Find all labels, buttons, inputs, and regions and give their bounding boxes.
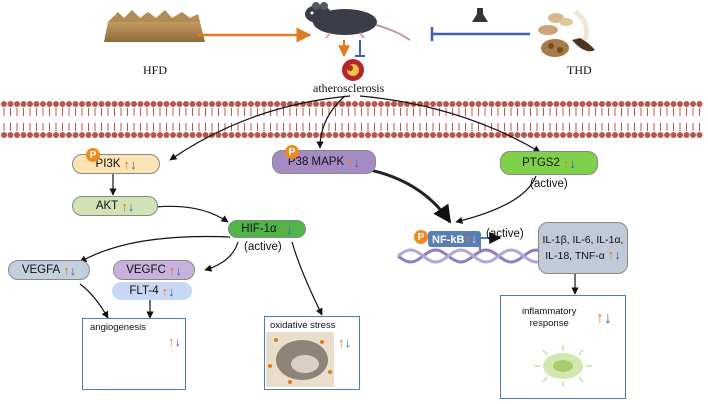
up-arrow-icon: ↑ [121, 198, 128, 214]
up-arrow-icon: ↑ [607, 246, 615, 262]
oxidative-stress-arrows: ↑↓ [338, 334, 351, 352]
nfkb-node: NF-kB↑↓ [428, 231, 482, 247]
hfd-label: HFD [143, 63, 168, 77]
flt4-label: FLT-4 [129, 285, 159, 297]
up-arrow-icon: ↑ [464, 231, 471, 246]
up-arrow-icon: ↑ [63, 262, 70, 278]
down-arrow-icon: ↓ [175, 262, 182, 278]
ptgs2-active-label: (active) [530, 178, 568, 190]
angiogenesis-label: angiogenesis [90, 322, 146, 333]
down-arrow-icon: ↓ [127, 198, 135, 214]
dna-strand [397, 248, 541, 264]
pi3k-phospho-badge: P [86, 148, 100, 162]
down-arrow-icon: ↓ [168, 283, 175, 299]
inflammatory-response-box [500, 295, 626, 399]
up-arrow-icon: ↑ [279, 221, 287, 237]
vegfa-label: VEGFA [21, 264, 61, 276]
pi3k-label: PI3K [95, 158, 121, 170]
angiogenesis-arrows: ↑↓ [168, 333, 181, 351]
cell-membrane [1, 101, 703, 138]
flt4-node: FLT-4 ↑↓ [112, 282, 192, 300]
vegfc-label: VEGFC [126, 264, 166, 276]
hif1a-active-label: (active) [244, 241, 282, 253]
thd-label: THD [567, 63, 592, 77]
vegfc-node: VEGFC ↑↓ [113, 260, 195, 280]
down-arrow-icon: ↓ [129, 156, 137, 172]
hif1a-node: HIF-1α ↑↓ [228, 220, 306, 238]
p38-phospho-badge: P [285, 145, 299, 159]
pi3k-node: PI3K ↑↓ [72, 154, 160, 174]
oxidative-stress-image [266, 332, 334, 387]
oxidative-stress-label: oxidative stress [270, 320, 336, 331]
mouse-image [305, 2, 411, 41]
inflammatory-cell-image [534, 345, 592, 387]
down-arrow-icon: ↓ [470, 231, 478, 246]
atherosclerosis-label: atherosclerosis [313, 81, 385, 95]
up-arrow-icon: ↑ [596, 310, 604, 327]
ptgs2-node: PTGS2 ↑↓ [500, 151, 598, 175]
ptgs2-label: PTGS2 [522, 157, 560, 169]
down-arrow-icon: ↓ [569, 155, 576, 171]
up-arrow-icon: ↑ [161, 283, 169, 299]
hif1a-label: HIF-1α [241, 223, 277, 235]
down-arrow-icon: ↓ [604, 310, 612, 327]
up-arrow-icon: ↑ [562, 155, 570, 171]
up-arrow-icon: ↑ [168, 262, 176, 278]
down-arrow-icon: ↓ [286, 221, 293, 237]
down-arrow-icon: ↓ [353, 154, 361, 170]
inflammatory-line1: inflammatory [522, 306, 577, 317]
angiogenesis-box [82, 318, 186, 390]
up-arrow-icon: ↑ [168, 334, 175, 349]
hfd-food-image [104, 10, 205, 42]
nfkb-active-label: (active) [486, 228, 524, 240]
connector-arrows [79, 95, 579, 319]
up-arrow-icon: ↑ [338, 335, 345, 350]
cytokines-line1: IL-1β, IL-6, IL-1α, [542, 234, 624, 247]
cytokines-line2-row: IL-18, TNF-α ↑↓ [545, 248, 620, 263]
cytokines-node: IL-1β, IL-6, IL-1α, IL-18, TNF-α ↑↓ [538, 222, 628, 274]
akt-node: AKT ↑↓ [72, 196, 158, 216]
down-arrow-icon: ↓ [344, 335, 352, 350]
up-arrow-icon: ↑ [123, 156, 130, 172]
vegfa-node: VEGFA ↑↓ [8, 260, 90, 280]
thd-herb-image [538, 9, 595, 57]
down-arrow-icon: ↓ [614, 246, 621, 262]
nfkb-label: NF-kB [432, 234, 465, 246]
cytokines-line2: IL-18, TNF-α [545, 249, 605, 262]
inflammatory-response-title: inflammatory response [522, 306, 576, 331]
oxidative-stress-box [264, 316, 360, 390]
vessel-plaque-icon [342, 59, 364, 81]
flask-icon [472, 8, 488, 22]
inflammatory-arrows: ↑↓ [596, 310, 612, 327]
down-arrow-icon: ↓ [69, 262, 77, 278]
down-arrow-icon: ↓ [174, 334, 182, 349]
akt-label: AKT [95, 200, 119, 212]
inflammatory-line2: response [529, 318, 569, 330]
up-arrow-icon: ↑ [347, 154, 354, 170]
p38-mapk-label: P38 MAPK [287, 156, 345, 168]
p38-mapk-node: P38 MAPK ↑↓ [272, 150, 376, 174]
nfkb-phospho-badge: P [414, 230, 428, 244]
p38-to-nfkb-arrow [359, 166, 452, 224]
